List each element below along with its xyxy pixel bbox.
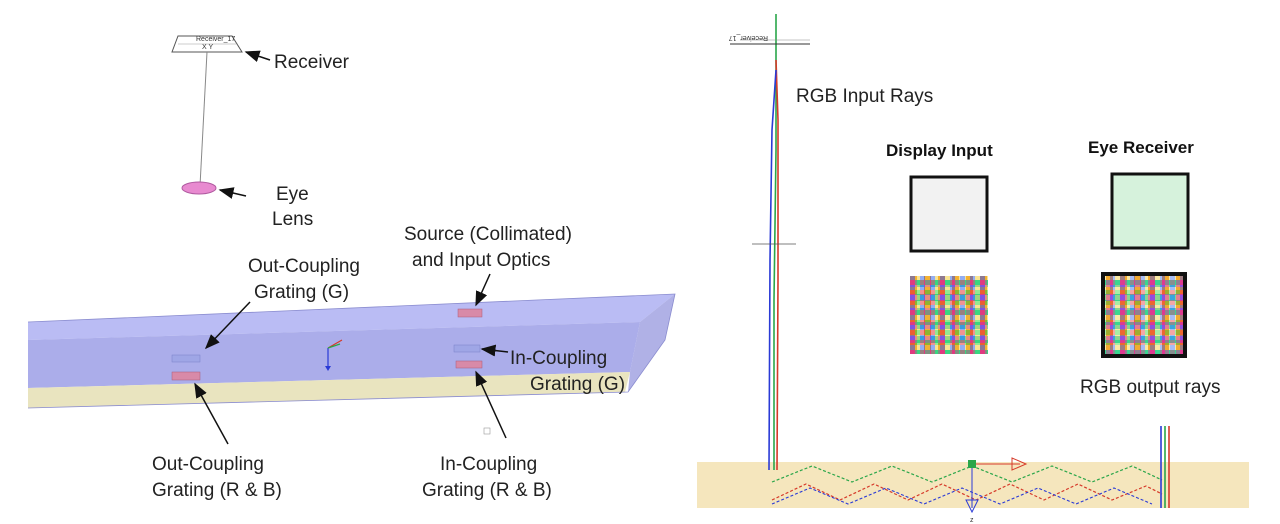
outcoupling-g-arrow	[204, 301, 251, 350]
right-panel: Receiver_17 z RGB Input Rays Display Inp…	[697, 14, 1249, 524]
source-label-line2: and Input Optics	[412, 250, 550, 271]
receiver-plane: Receiver_17 X Y	[171, 35, 243, 53]
outcoupling-grating-g	[171, 354, 201, 363]
source-label-line1: Source (Collimated)	[404, 224, 572, 245]
guided-ray-blue	[771, 487, 1153, 505]
outcoupling-rb-arrow	[194, 382, 229, 445]
incoupling-rb-label-line1: In-Coupling	[440, 454, 537, 475]
source-grating	[457, 308, 483, 318]
eye-receiver-green	[1110, 172, 1190, 250]
incoupling-g-label-line1: In-Coupling	[510, 348, 607, 369]
incoupling-rb-label-line2: Grating (R & B)	[422, 480, 552, 501]
sight-line	[199, 51, 208, 187]
source-arrow	[475, 273, 491, 307]
receiver-arrow	[244, 50, 271, 62]
receiver-label: Receiver	[274, 52, 350, 73]
eye-lens-arrow	[218, 187, 247, 199]
input-ray-blue	[768, 69, 777, 471]
eye-receiver-mosaic	[1101, 272, 1187, 358]
display-input-white	[909, 175, 989, 253]
outcoupling-grating-rb	[171, 371, 201, 381]
eye-label-line1: Eye	[276, 184, 309, 205]
axis-triad	[325, 339, 343, 371]
input-ray-red	[775, 59, 779, 471]
incoupling-rb-arrow	[475, 370, 507, 439]
eye-lens	[181, 181, 217, 195]
bottom-axis-triad: z	[965, 457, 1028, 524]
outcoupling-g-label-line2: Grating (G)	[254, 282, 349, 303]
incoupling-g-arrow	[480, 344, 509, 357]
outcoupling-rb-label-line1: Out-Coupling	[152, 454, 264, 475]
display-input-header: Display Input	[886, 141, 993, 160]
eye-label-line2: Lens	[272, 209, 313, 230]
display-input-mosaic	[910, 276, 988, 354]
rgb-output-label: RGB output rays	[1080, 377, 1220, 398]
substrate-slab	[697, 462, 1249, 508]
receiver-axis: X Y	[202, 44, 213, 51]
outcoupling-rb-label-line2: Grating (R & B)	[152, 480, 282, 501]
outcoupling-g-label-line1: Out-Coupling	[248, 256, 360, 277]
rgb-input-label: RGB Input Rays	[796, 86, 933, 107]
left-panel: Receiver_17 X Y	[27, 35, 676, 501]
top-receiver-marker: Receiver_17	[729, 34, 810, 45]
axis-z-label: z	[970, 517, 974, 524]
incoupling-g-label-line2: Grating (G)	[530, 374, 625, 395]
mirrored-receiver-tag: Receiver_17	[729, 34, 768, 41]
small-marker	[483, 427, 491, 435]
incoupling-grating-rb	[455, 360, 483, 369]
eye-receiver-header: Eye Receiver	[1088, 138, 1194, 157]
receiver-tag: Receiver_17	[196, 36, 235, 43]
incoupling-grating-g	[453, 344, 481, 353]
